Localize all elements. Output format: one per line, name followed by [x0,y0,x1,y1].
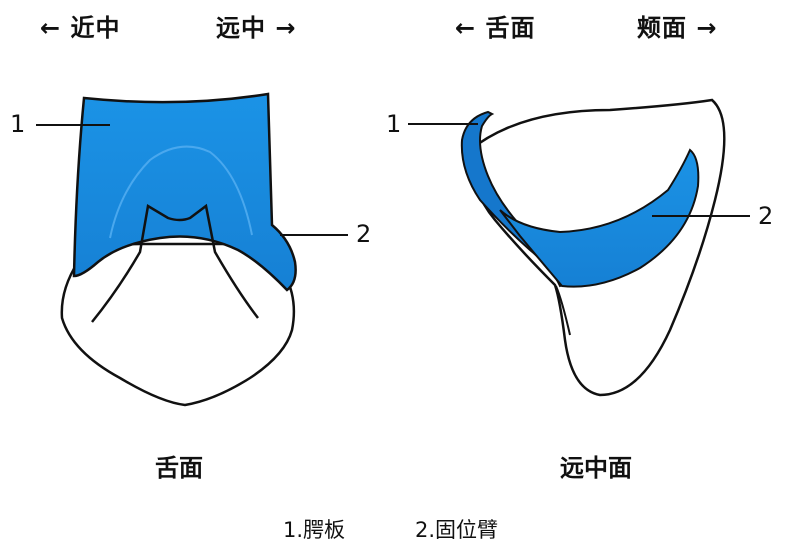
label-1-distal: 1 [386,110,402,138]
retention-arm-distal [499,148,700,288]
distal-root-line [555,285,571,336]
label-1-lingual: 1 [10,110,26,138]
palatal-plate-lingual [72,92,297,292]
lingual-cusp-line [91,203,259,323]
direction-buccal-label: 颊面 → [637,14,718,42]
palatal-plate-contour [109,145,253,239]
lingual-tooth-crown [60,242,296,407]
legend-item-retention-arm: 2.固位臂 [415,518,499,542]
label-2-lingual: 2 [356,220,372,248]
caption-lingual: 舌面 [155,454,203,482]
caption-distal: 远中面 [560,454,632,482]
direction-mesial-label: ← 近中 [40,14,121,42]
lingual-view [36,92,348,407]
distal-view [408,98,750,397]
direction-lingual-label: ← 舌面 [455,14,536,42]
legend-item-palatal-plate: 1.腭板 [283,518,346,542]
label-2-distal: 2 [758,202,774,230]
direction-distal-label: 远中 → [216,14,297,42]
